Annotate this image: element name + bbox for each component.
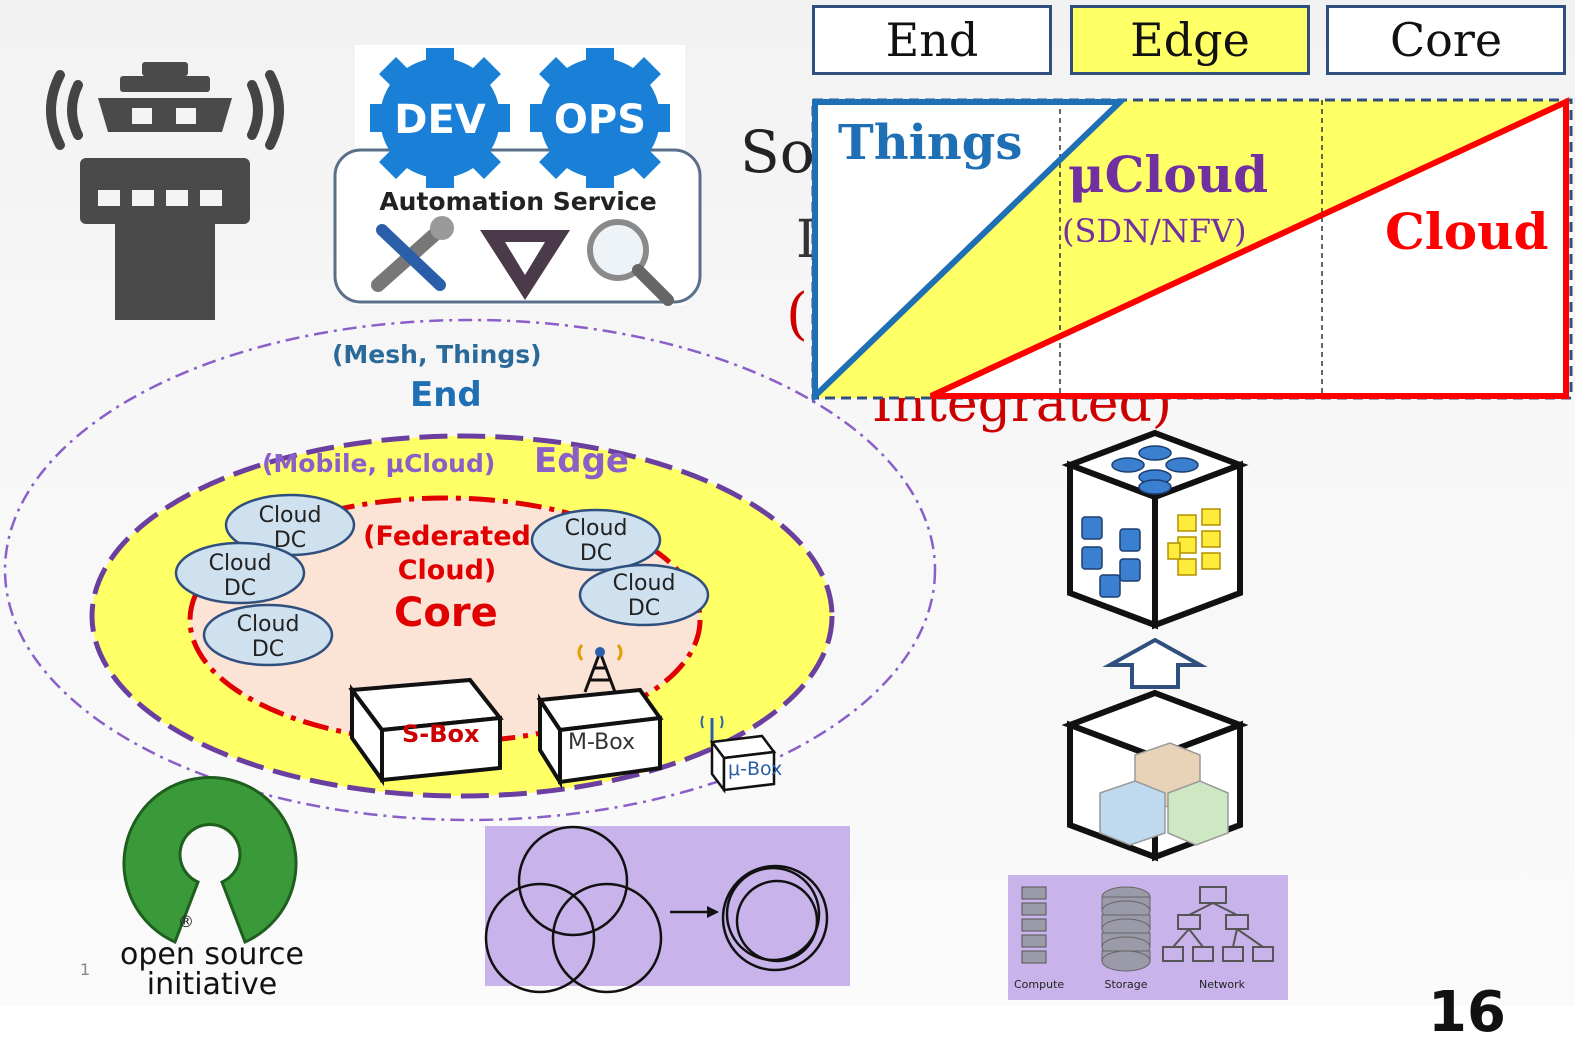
osi-line1: open source [119,937,305,972]
convergence-graphic [484,825,829,994]
compute-label: Compute [1014,978,1065,991]
component-cube-icon [1061,689,1249,862]
s-box-label: S-Box [402,720,480,748]
storage-label: Storage [1104,978,1148,991]
end-zone-title: End [410,375,482,415]
end-zone-subtitle: (Mesh, Things) [332,340,542,369]
slide-number: 1 [80,960,91,979]
cloud-label: Cloud [1385,202,1549,261]
u-box-icon [700,715,777,794]
wrench-screwdriver-icon [371,216,454,292]
automation-service-label: Automation Service [379,187,656,216]
cloud-dc-5-top: Cloud [612,571,676,596]
converged-infrastructure-graphic [1061,429,1249,862]
recycle-triangle-icon [480,230,570,300]
osi-line2: initiative [146,967,278,1002]
edge-zone-subtitle: (Mobile, μCloud) [262,449,496,478]
cloud-triangle [929,97,1569,399]
devops-ops-label: OPS [554,97,646,143]
up-arrow-icon [1102,637,1208,689]
magnifier-icon [587,219,674,306]
devops-graphic: DEV OPS Automation Service [333,48,702,306]
devops-dev-label: DEV [394,97,486,143]
things-label: Things [838,115,1023,171]
osi-logo [122,776,298,945]
hidden-paren-fragment: ( [786,282,808,347]
edge-zone-title: Edge [534,441,629,481]
things-triangle [812,99,1128,404]
end-zone [3,318,937,822]
header-end: End [812,5,1052,75]
cloud-dc-2-bottom: DC [223,576,257,601]
cloud-dc-4-top: Cloud [564,516,628,541]
s-box-icon [348,677,504,787]
resources-icons [1021,886,1274,972]
network-icon [1162,886,1274,962]
osi-registered-mark: ® [178,912,194,931]
cloud-dc-4-bottom: DC [579,541,613,566]
core-zone-subtitle-line2: Cloud) [397,555,497,586]
hidden-text-fragment: I [796,210,817,270]
storage-icon [1101,886,1151,972]
page-number: 16 [1428,980,1506,1045]
cloud-dc-group [174,493,710,667]
cloud-dc-3-top: Cloud [236,612,300,637]
u-box-label: μ-Box [728,758,783,780]
sdn-nfv-label: (SDN/NFV) [1062,212,1247,250]
control-tower-icon [46,62,284,320]
network-label: Network [1199,978,1245,991]
core-zone-subtitle-line1: (Federated [363,521,531,552]
mucloud-label: μCloud [1068,145,1269,204]
cloud-dc-3-bottom: DC [251,637,285,662]
header-core: Core [1326,5,1566,75]
cloud-dc-5-bottom: DC [627,596,661,621]
cloud-dc-1-top: Cloud [258,503,322,528]
cloud-dc-1-bottom: DC [273,528,307,553]
compute-icon [1021,886,1047,964]
core-zone-title: Core [394,590,498,636]
layer-diagram [811,97,1573,404]
header-edge: Edge [1070,5,1310,75]
hyperconverged-cube-icon [1061,429,1249,630]
hidden-title-fragment: So [740,118,815,186]
m-box-icon [536,644,664,789]
cloud-dc-2-top: Cloud [208,551,272,576]
m-box-label: M-Box [568,730,636,755]
